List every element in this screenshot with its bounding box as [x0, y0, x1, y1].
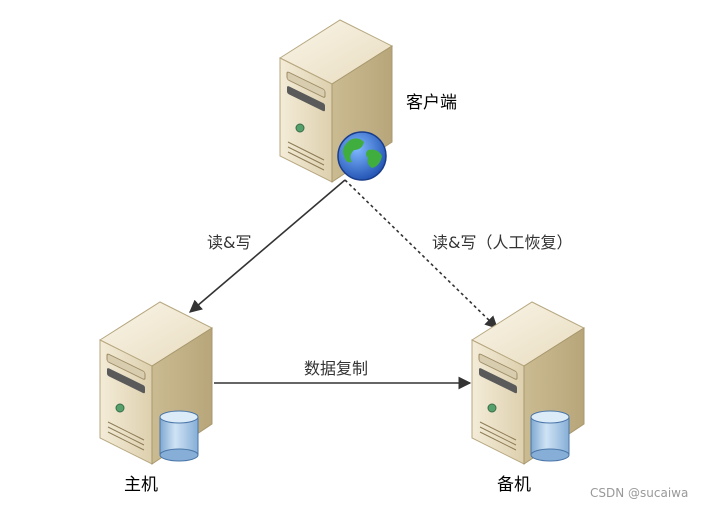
client-server-icon	[278, 19, 394, 183]
primary-database-icon	[159, 410, 199, 462]
primary-label: 主机	[124, 475, 158, 495]
backup-database-icon	[530, 410, 570, 462]
watermark: CSDN @sucaiwa	[590, 486, 689, 500]
primary-server-icon	[98, 301, 214, 465]
edge-client-primary	[189, 179, 346, 313]
edge-client-backup	[344, 179, 498, 329]
edge-label-client-backup: 读&写（人工恢复）	[432, 233, 573, 252]
backup-label: 备机	[497, 475, 531, 495]
client-label: 客户端	[406, 93, 457, 113]
edge-label-replication: 数据复制	[304, 359, 369, 378]
globe-icon	[337, 131, 387, 181]
backup-server-icon	[470, 301, 586, 465]
edge-label-client-primary: 读&写	[207, 233, 252, 252]
